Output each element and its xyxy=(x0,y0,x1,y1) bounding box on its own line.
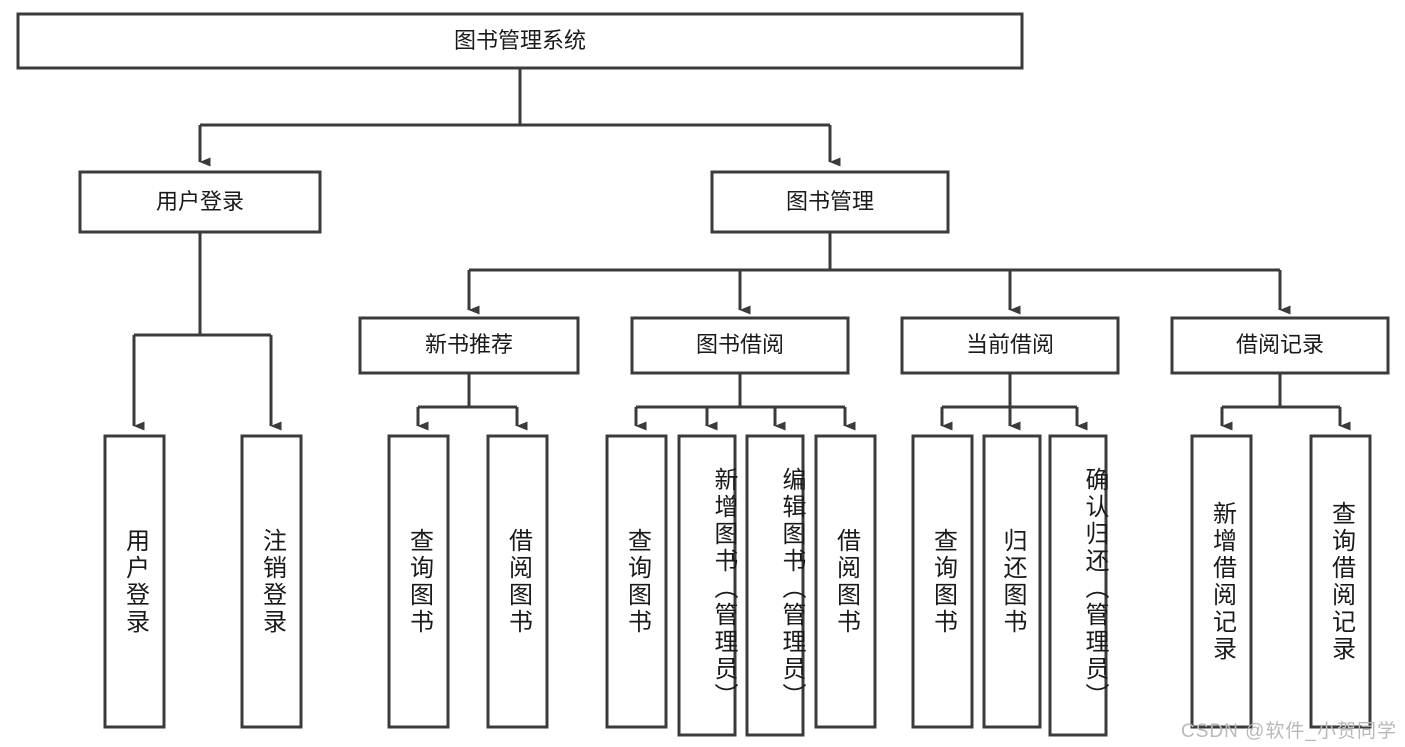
node-new-book-recommend-label: 新书推荐 xyxy=(425,332,513,357)
node-new-book-recommend[interactable]: 新书推荐 xyxy=(358,316,580,375)
leaf-box-user-login-2[interactable] xyxy=(240,434,303,729)
node-root-label: 图书管理系统 xyxy=(454,28,586,53)
node-book-borrow[interactable]: 图书借阅 xyxy=(630,316,850,375)
node-current-borrow[interactable]: 当前借阅 xyxy=(900,316,1120,375)
leaf-box-borrow-3[interactable] xyxy=(745,434,805,737)
leaf-box-current-2[interactable] xyxy=(982,434,1042,729)
leaf-box-borrow-1[interactable] xyxy=(605,434,668,729)
node-current-borrow-box[interactable] xyxy=(900,316,1120,375)
node-root-box[interactable] xyxy=(16,12,1024,70)
leaf-box-borrow-4[interactable] xyxy=(814,434,877,729)
node-borrow-record-box[interactable] xyxy=(1170,316,1390,375)
node-borrow-record[interactable]: 借阅记录 xyxy=(1170,316,1390,375)
leaf-box-current-1[interactable] xyxy=(911,434,974,729)
node-new-book-recommend-box[interactable] xyxy=(358,316,580,375)
leaf-box-user-login-1[interactable] xyxy=(103,434,166,729)
node-book-manage-box[interactable] xyxy=(710,170,950,234)
leaf-box-record-1[interactable] xyxy=(1190,434,1253,729)
node-current-borrow-label: 当前借阅 xyxy=(966,332,1054,357)
csdn-watermark: CSDN @软件_小贺同学 xyxy=(1181,721,1397,742)
leaf-box-current-3[interactable] xyxy=(1048,434,1108,737)
node-user-login-label: 用户登录 xyxy=(156,189,244,214)
leaf-box-record-2[interactable] xyxy=(1309,434,1372,729)
leaf-box-new-book-2[interactable] xyxy=(486,434,549,729)
leaf-box-borrow-2[interactable] xyxy=(677,434,737,737)
node-book-manage-label: 图书管理 xyxy=(786,189,874,214)
connectors xyxy=(132,68,1351,431)
leaf-boxes xyxy=(103,434,1372,737)
node-borrow-record-label: 借阅记录 xyxy=(1236,332,1324,357)
node-user-login[interactable]: 用户登录 xyxy=(78,170,322,234)
leaf-box-new-book-1[interactable] xyxy=(387,434,450,729)
node-book-borrow-box[interactable] xyxy=(630,316,850,375)
node-user-login-box[interactable] xyxy=(78,170,322,234)
node-root[interactable]: 图书管理系统 xyxy=(16,12,1024,70)
node-book-manage[interactable]: 图书管理 xyxy=(710,170,950,234)
node-book-borrow-label: 图书借阅 xyxy=(696,332,784,357)
